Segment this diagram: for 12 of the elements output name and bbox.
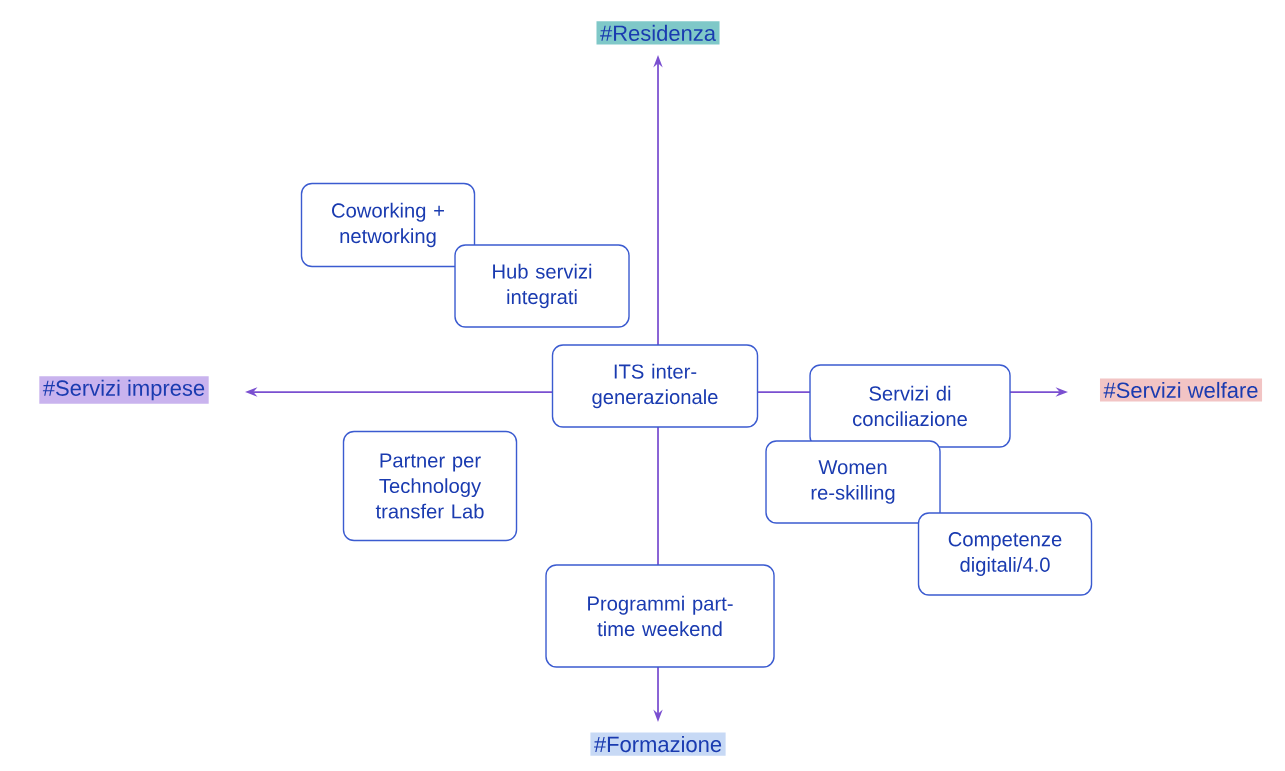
axis-label: #Residenza (596, 21, 720, 45)
axis-label: #Formazione (590, 732, 726, 756)
text-box: ITS inter-generazionale (551, 344, 759, 428)
text-box: Women re-skilling (765, 440, 941, 524)
axis-label: #Servizi welfare (1100, 378, 1263, 402)
text-box: Hub servizi integrati (454, 244, 630, 328)
text-box: Programmi part-time weekend (545, 564, 775, 668)
text-box: Servizi di conciliazione (809, 364, 1011, 448)
text-box: Partner per Technology transfer Lab (342, 430, 518, 542)
text-box: Coworking + networking (300, 182, 476, 268)
axis-label: #Servizi imprese (39, 376, 209, 404)
text-box: Competenze digitali/4.0 (917, 512, 1093, 596)
